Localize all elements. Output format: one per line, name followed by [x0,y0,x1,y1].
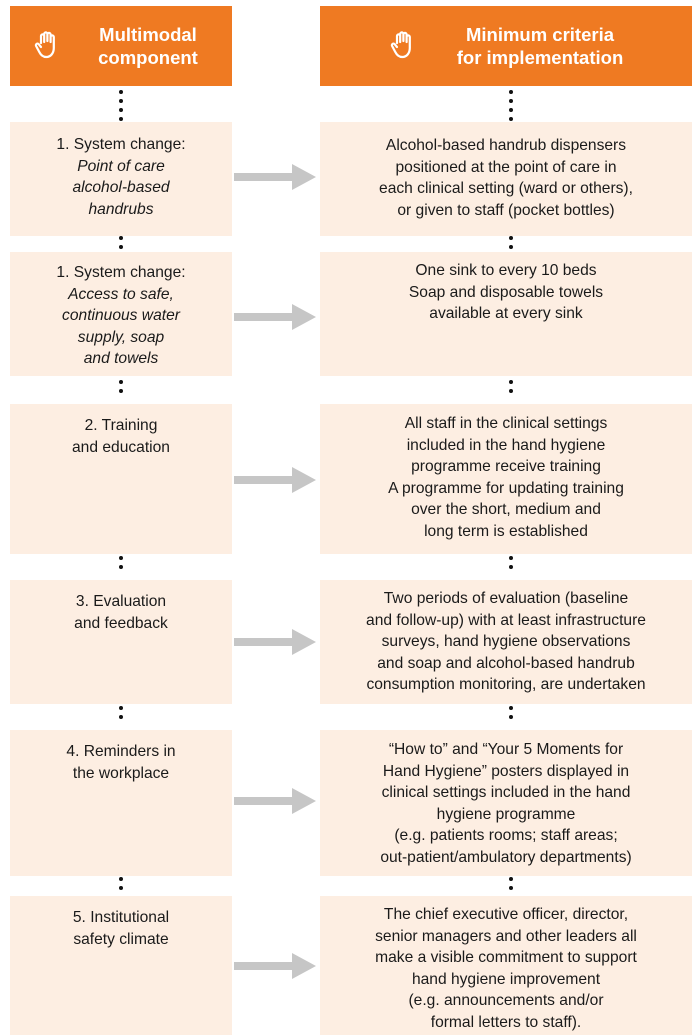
dotted-connector [509,706,513,724]
dotted-connector [119,236,123,254]
criteria-box-4: Two periods of evaluation (baseline and … [320,580,692,704]
right-arrow-icon [234,953,316,979]
criteria-header: Minimum criteria for implementation [320,6,692,86]
criteria-box-3: All staff in the clinical settings inclu… [320,404,692,554]
dotted-connector [509,236,513,254]
component-header: Multimodal component [10,6,232,86]
criteria-box-6: The chief executive officer, director, s… [320,896,692,1035]
raised-hand-icon [32,29,64,61]
dotted-connector [119,556,123,574]
component-box-4: 3. Evaluation and feedback [10,580,232,704]
right-arrow-icon [234,164,316,190]
component-box-1: 1. System change: Point of care alcohol-… [10,122,232,236]
dotted-connector [119,380,123,398]
criteria-header-title: Minimum criteria for implementation [456,24,624,68]
component-box-3: 2. Training and education [10,404,232,554]
right-arrow-icon [234,467,316,493]
dotted-connector [509,90,513,126]
right-arrow-icon [234,629,316,655]
component-box-5: 4. Reminders in the workplace [10,730,232,876]
dotted-connector [119,706,123,724]
dotted-connector [509,380,513,398]
component-header-title: Multimodal component [98,24,198,68]
criteria-box-2: One sink to every 10 beds Soap and dispo… [320,252,692,376]
dotted-connector [509,877,513,895]
criteria-box-5: “How to” and “Your 5 Moments for Hand Hy… [320,730,692,876]
dotted-connector [119,90,123,126]
dotted-connector [119,877,123,895]
right-arrow-icon [234,304,316,330]
dotted-connector [509,556,513,574]
right-arrow-icon [234,788,316,814]
criteria-box-1: Alcohol-based handrub dispensers positio… [320,122,692,236]
component-box-2: 1. System change: Access to safe, contin… [10,252,232,376]
component-box-6: 5. Institutional safety climate [10,896,232,1035]
raised-hand-icon [388,29,420,61]
